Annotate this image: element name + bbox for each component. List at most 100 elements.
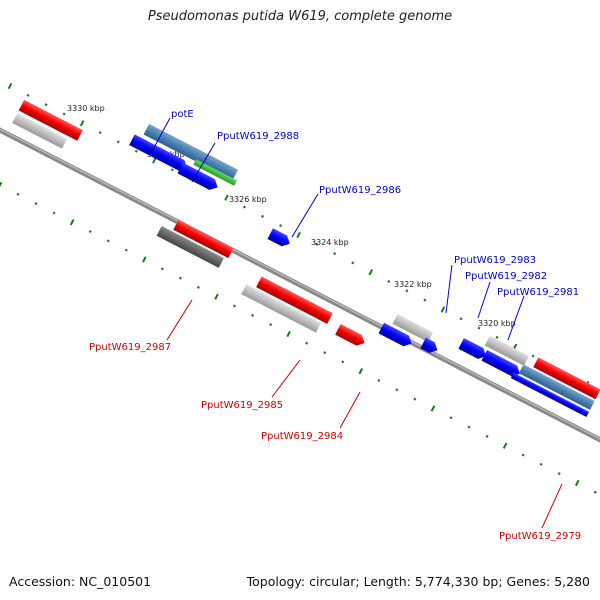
scale-tick xyxy=(98,131,102,135)
scale-tick xyxy=(521,453,525,457)
scale-tick xyxy=(52,211,56,215)
feature-potE[interactable] xyxy=(143,123,238,181)
scale-tick xyxy=(251,313,255,317)
scale-tick xyxy=(413,397,417,401)
scale-tick xyxy=(341,360,345,364)
scale-tick xyxy=(261,214,265,218)
scale-tick xyxy=(502,442,508,449)
feature-PputW619_2988[interactable] xyxy=(177,162,221,193)
scale-label-3322: 3322 kbp xyxy=(394,280,432,289)
scale-tick xyxy=(368,269,374,276)
scale-tick xyxy=(485,434,489,438)
feature-rna-2985[interactable] xyxy=(241,284,321,333)
scale-tick xyxy=(286,330,291,338)
scale-label-3320: 3320 kbp xyxy=(478,319,516,328)
scale-tick xyxy=(224,194,229,201)
scale-tick xyxy=(44,103,48,107)
label-PputW619_2982: PputW619_2982 xyxy=(465,271,547,282)
scale-tick xyxy=(69,219,75,226)
scale-tick xyxy=(449,416,453,420)
scale-tick xyxy=(593,490,597,494)
feature-other-right-edge[interactable] xyxy=(518,364,595,410)
feature-PputW619_2986[interactable] xyxy=(267,228,292,249)
scale-tick xyxy=(395,388,399,392)
scale-tick xyxy=(243,205,246,209)
scale-tick xyxy=(430,405,436,412)
feature-forward-left-edge[interactable] xyxy=(18,99,83,141)
feature-rna-2983[interactable] xyxy=(392,313,434,343)
label-PputW619_2987: PputW619_2987 xyxy=(89,342,171,353)
scale-tick xyxy=(7,82,13,90)
scale-tick xyxy=(79,120,85,127)
scale-tick xyxy=(269,323,273,327)
scale-tick xyxy=(88,230,92,234)
scale-tick xyxy=(196,285,200,289)
feature-forward-right-edge[interactable] xyxy=(510,372,590,418)
scale-tick xyxy=(333,252,337,256)
scale-tick xyxy=(170,168,174,172)
feature-PputW619_2983[interactable] xyxy=(378,322,415,349)
scale-tick xyxy=(233,304,236,308)
feature-PputW619_2987[interactable] xyxy=(173,219,234,259)
label-PputW619_2984: PputW619_2984 xyxy=(261,431,343,442)
scale-tick xyxy=(26,93,30,97)
scale-tick xyxy=(124,248,128,252)
scale-tick xyxy=(214,293,219,300)
label-PputW619_2983: PputW619_2983 xyxy=(454,255,536,266)
feature-green[interactable] xyxy=(193,159,237,186)
scale-tick xyxy=(467,425,471,429)
scale-tick xyxy=(116,140,120,144)
scale-tick xyxy=(305,341,309,345)
feature-reverse-right-edge[interactable] xyxy=(533,357,600,400)
scale-tick xyxy=(34,202,38,206)
feature-PputW619_2981[interactable] xyxy=(458,338,488,362)
scale-tick xyxy=(279,224,283,228)
scale-tick xyxy=(459,317,463,321)
scale-tick xyxy=(160,267,164,271)
scale-tick xyxy=(557,472,561,476)
scale-label-3326: 3326 kbp xyxy=(229,195,267,204)
scale-label-3330: 3330 kbp xyxy=(67,104,105,113)
scale-tick xyxy=(351,261,355,265)
scale-tick xyxy=(531,354,535,358)
label-PputW619_2988: PputW619_2988 xyxy=(217,131,299,142)
scale-tick xyxy=(495,335,499,339)
feature-rna-2987[interactable] xyxy=(156,225,224,268)
genome-backbone xyxy=(0,127,600,443)
scale-tick xyxy=(142,256,147,263)
scale-tick xyxy=(0,181,3,188)
scale-label-3324: 3324 kbp xyxy=(311,238,349,247)
feature-PputW619_2984[interactable] xyxy=(335,323,367,348)
genome-summary: Topology: circular; Length: 5,774,330 bp… xyxy=(246,574,590,589)
scale-tick xyxy=(574,479,580,487)
label-PputW619_2986: PputW619_2986 xyxy=(319,185,401,196)
scale-tick xyxy=(106,239,110,243)
feature-PputW619_2985[interactable] xyxy=(256,276,333,324)
scale-tick xyxy=(152,157,157,164)
scale-tick xyxy=(134,149,138,153)
scale-tick xyxy=(178,276,182,280)
feature-PputW619_2982[interactable] xyxy=(420,337,440,356)
scale-tick xyxy=(387,280,391,284)
scale-tick xyxy=(377,379,381,383)
scale-tick xyxy=(323,351,327,355)
label-PputW619_2981: PputW619_2981 xyxy=(497,287,579,298)
feature-rna-left-edge[interactable] xyxy=(12,113,68,149)
scale-tick xyxy=(62,112,66,116)
feature-rna-2981[interactable] xyxy=(484,335,529,366)
scale-tick xyxy=(539,462,543,466)
label-potE: potE xyxy=(171,109,194,120)
scale-tick xyxy=(358,368,364,375)
feature-cds-forward-2981b[interactable] xyxy=(481,350,523,379)
label-PputW619_2979: PputW619_2979 xyxy=(499,531,581,542)
scale-tick xyxy=(405,289,409,293)
scale-tick xyxy=(315,242,319,246)
scale-tick xyxy=(423,298,427,302)
accession-text: Accession: NC_010501 xyxy=(9,574,152,589)
scale-tick xyxy=(296,231,301,239)
scale-tick xyxy=(477,326,481,330)
feature-cds-forward-1[interactable] xyxy=(129,134,190,173)
scale-tick xyxy=(440,306,446,313)
scale-tick xyxy=(16,192,20,196)
